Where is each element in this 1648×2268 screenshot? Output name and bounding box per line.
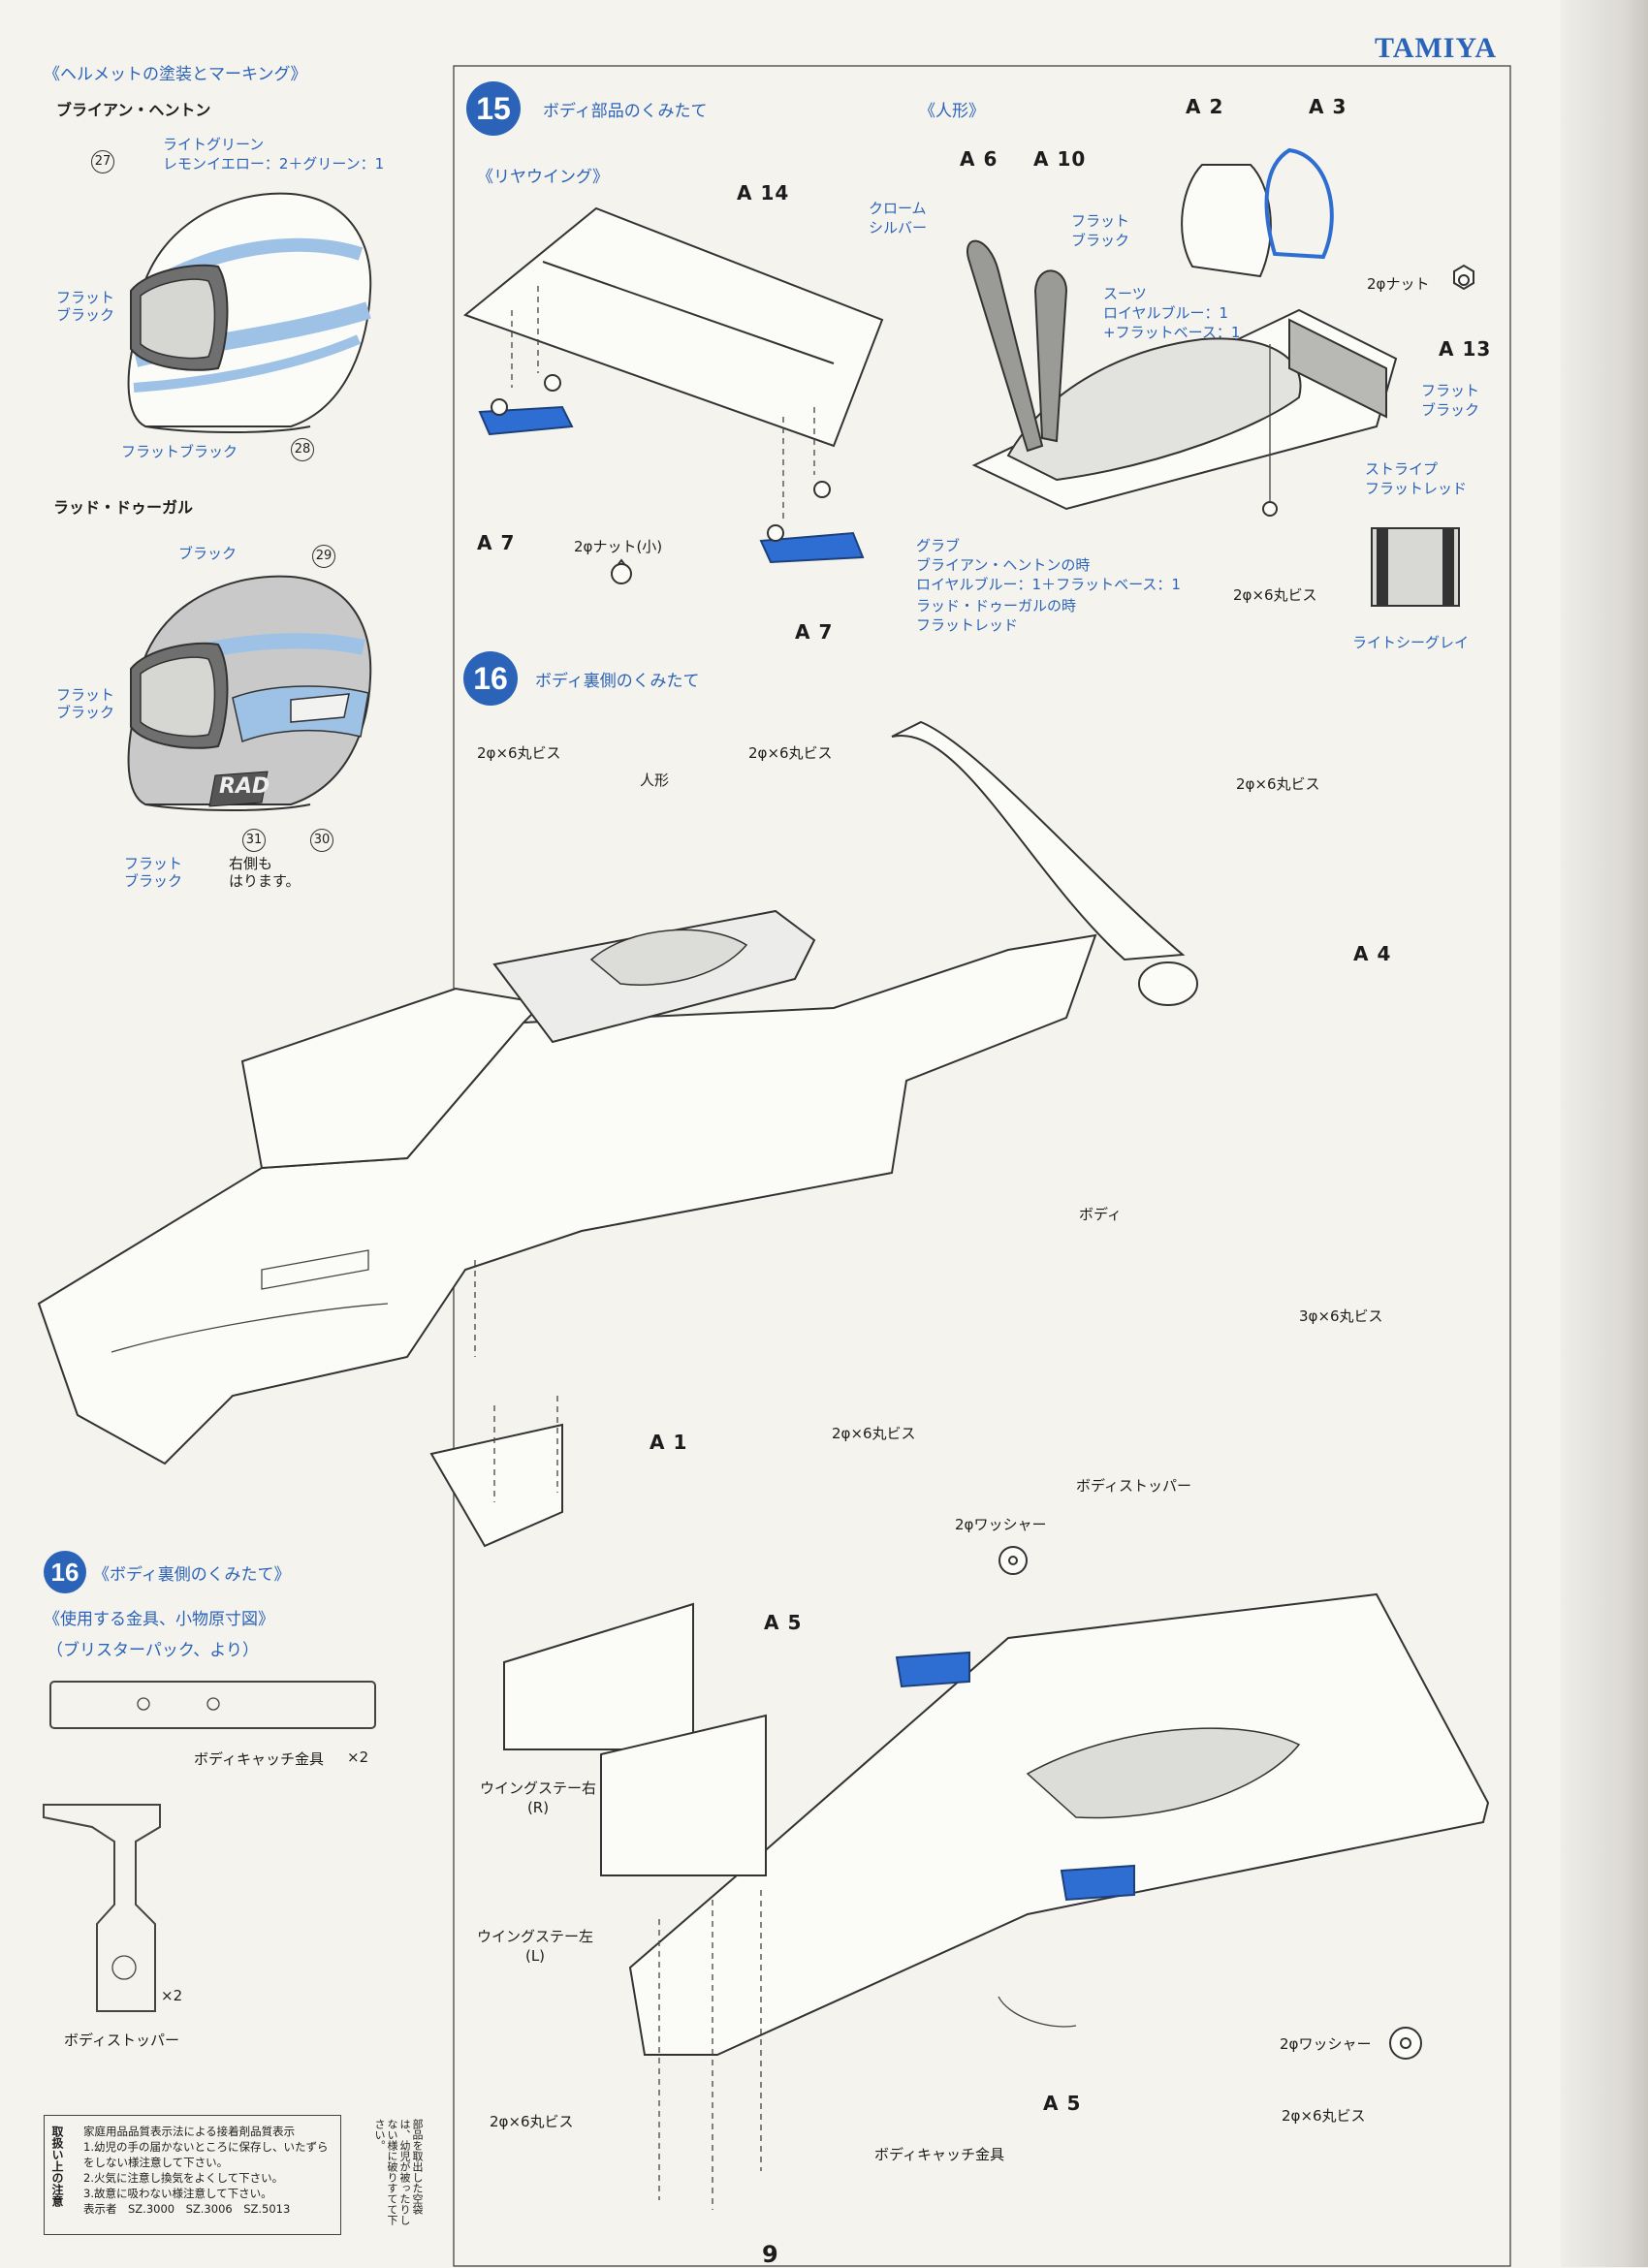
- parts-inset-badge: 16: [44, 1551, 86, 1593]
- nut-small-label: 2φナット(小): [574, 538, 663, 555]
- stopper-inset-qty: ×2: [161, 1987, 183, 2004]
- screw-top-label: 2φ×6丸ビス: [832, 1425, 916, 1442]
- suit-color2-label: +フラットベース：1: [1103, 324, 1241, 341]
- stripe-color-label: フラットレッド: [1365, 480, 1468, 497]
- part-label-a3: A 3: [1309, 95, 1347, 118]
- helmet-2-drawing: [127, 575, 372, 811]
- notice-side-note: 部品を取出した空袋は、幼児が被ったりしない様に破りすてて下さい。: [373, 2119, 424, 2225]
- step-15-badge: 15: [466, 81, 521, 136]
- parts-inset-drawing: [43, 1681, 376, 2012]
- part-label-a6: A 6: [960, 147, 998, 171]
- part-label-a4: A 4: [1353, 942, 1392, 965]
- glove-driver2-label: ラッド・ドゥーガルの時: [916, 597, 1077, 614]
- parts-inset-title: 《ボディ裏側のくみたて》: [93, 1565, 291, 1585]
- helmet-1-label-top2: レモンイエロー：2＋グリーン：1: [163, 155, 385, 173]
- notice-header: 家庭用品品質表示法による接着剤品質表示: [83, 2125, 296, 2138]
- part-label-a1: A 1: [650, 1431, 688, 1454]
- nut-label: 2φナット: [1367, 275, 1430, 293]
- part-label-a7-left: A 7: [477, 531, 516, 554]
- rear-wing-subtitle: 《リヤウイング》: [477, 168, 609, 187]
- helmet-1-marking-number-b: 28: [291, 438, 314, 461]
- figure-subtitle: 《人形》: [919, 102, 985, 121]
- step-16-badge: 16: [463, 651, 518, 706]
- wing-stay-right-label: ウイングステー右 (R): [480, 1780, 597, 1816]
- helmet-2-driver-name: ラッド・ドゥーガル: [53, 498, 194, 517]
- body-stopper-label: ボディストッパー: [1076, 1477, 1191, 1495]
- driver-figure-drawing: [967, 147, 1474, 607]
- helmet-1-drawing: [127, 192, 372, 433]
- helmet-1-label-top: ライトグリーン: [163, 136, 265, 153]
- screw-bottom-right-label: 2φ×6丸ビス: [1282, 2107, 1366, 2125]
- page-edge: [1561, 0, 1648, 2267]
- step16-figure-label: 人形: [640, 772, 670, 789]
- step-16-title: ボディ裏側のくみたて: [535, 672, 700, 691]
- light-sea-gray-label: ライトシーグレイ: [1352, 634, 1470, 651]
- brand-logo-tamiya: TAMIYA: [1375, 32, 1498, 64]
- glove-color2-label: フラットレッド: [916, 616, 1019, 634]
- washer-bottom-label: 2φワッシャー: [1280, 2035, 1372, 2053]
- body-label: ボディ: [1079, 1206, 1122, 1223]
- screw-bottom-left-label: 2φ×6丸ビス: [490, 2113, 574, 2130]
- notice-line1: 1.幼児の手の届かないところに保存し、いたずらをしない様注意して下さい。: [83, 2140, 329, 2169]
- suit-label: スーツ: [1103, 285, 1147, 302]
- visor-flat-black-label: フラット ブラック: [1071, 212, 1130, 249]
- helmet-2-label-bottom: フラット ブラック: [124, 855, 183, 890]
- step-15-title: ボディ部品のくみたて: [543, 102, 708, 121]
- part-label-a5-top: A 5: [764, 1611, 803, 1634]
- rear-wing-drawing: [462, 206, 884, 584]
- helmet-2-note: 右側も はります。: [229, 855, 301, 890]
- helmet-1-marking-number-a: 27: [91, 150, 114, 173]
- notice-maker: 表示者 SZ.3000 SZ.3006 SZ.5013: [83, 2202, 291, 2216]
- helmet-1-label-bottom: フラットブラック: [121, 443, 238, 460]
- glove-label: グラブ: [916, 537, 961, 554]
- chrome-silver-label: クローム シルバー: [869, 200, 928, 236]
- helmet-2-logo: RAD: [219, 774, 270, 799]
- parts-inset-subtitle2: （ブリスターパック、より）: [47, 1641, 259, 1660]
- helmet-2-marking-number-a: 29: [312, 545, 335, 568]
- helmet-2-label-top: ブラック: [178, 545, 238, 562]
- part-label-a5-bottom: A 5: [1043, 2092, 1082, 2115]
- glove-driver1-label: ブライアン・ヘントンの時: [916, 556, 1091, 574]
- step16-screw-right-label: 2φ×6丸ビス: [1236, 775, 1320, 793]
- helmet-1-label-left: フラット ブラック: [56, 289, 115, 324]
- suit-color-label: ロイヤルブルー：1: [1103, 304, 1229, 322]
- underside-detail-drawing: [503, 1546, 1490, 2210]
- adhesive-notice-box: 取扱い上の注意 家庭用品品質表示法による接着剤品質表示 1.幼児の手の届かないと…: [44, 2115, 341, 2235]
- seat-flat-black-label: フラット ブラック: [1421, 382, 1480, 419]
- part-label-a14: A 14: [737, 181, 790, 205]
- part-label-a10: A 10: [1033, 147, 1087, 171]
- parts-inset-subtitle1: 《使用する金具、小物原寸図》: [44, 1610, 274, 1629]
- part-label-a7-right: A 7: [795, 620, 834, 644]
- figure-screw-label: 2φ×6丸ビス: [1233, 586, 1317, 604]
- catch-fitting-label: ボディキャッチ金具: [874, 2146, 1004, 2163]
- notice-line2: 2.火気に注意し換気をよくして下さい。: [83, 2171, 284, 2185]
- helmet-2-label-left: フラット ブラック: [56, 686, 115, 721]
- glove-color1-label: ロイヤルブルー：1＋フラットベース：1: [916, 576, 1181, 593]
- page-number: 9: [762, 2241, 778, 2268]
- step16-screw-mid-label: 2φ×6丸ビス: [748, 744, 833, 762]
- part-label-a13: A 13: [1439, 337, 1492, 361]
- catch-fitting-inset-qty: ×2: [347, 1748, 369, 1766]
- part-label-a2: A 2: [1186, 95, 1224, 118]
- washer-top-label: 2φワッシャー: [955, 1516, 1047, 1533]
- catch-fitting-inset-label: ボディキャッチ金具: [194, 1750, 324, 1768]
- helmet-2-marking-number-c: 31: [242, 829, 266, 852]
- body-underside-drawing: [37, 720, 1198, 1548]
- helmet-section-title: 《ヘルメットの塗装とマーキング》: [44, 65, 307, 84]
- notice-line3: 3.故意に吸わない様注意して下さい。: [83, 2187, 272, 2200]
- stopper-inset-label: ボディストッパー: [64, 2032, 179, 2049]
- helmet-2-marking-number-b: 30: [310, 829, 333, 852]
- screw-3x6-label: 3φ×6丸ビス: [1299, 1307, 1383, 1325]
- step16-screw-left-label: 2φ×6丸ビス: [477, 744, 561, 762]
- stripe-label: ストライプ: [1365, 460, 1439, 478]
- wing-stay-left-label: ウイングステー左 (L): [477, 1928, 594, 1965]
- helmet-1-driver-name: ブライアン・ヘントン: [56, 101, 211, 119]
- notice-side-title: 取扱い上の注意: [50, 2126, 64, 2207]
